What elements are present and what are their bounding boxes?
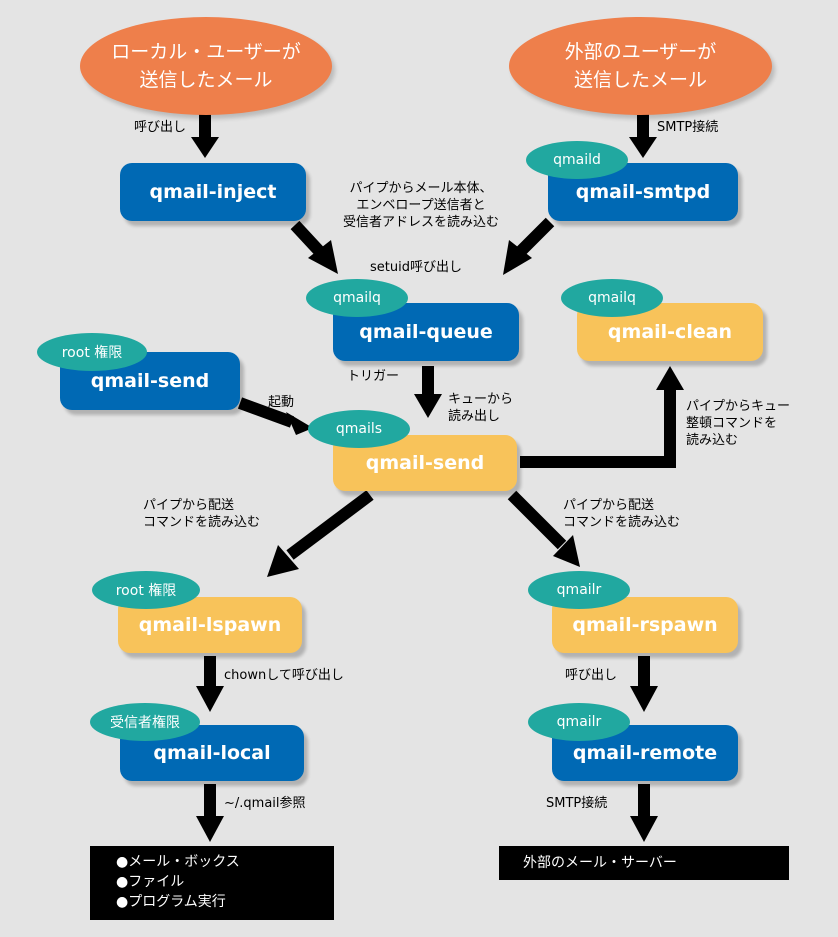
label-line: パイプから配送 (563, 498, 655, 513)
source-line: 送信したメール (573, 69, 707, 91)
label-smtp-connect-out: SMTP接続 (546, 796, 608, 811)
label-setuid-call: setuid呼び出し (370, 260, 462, 275)
local-user-mail-source: ローカル・ユーザーが 送信したメール (80, 17, 332, 115)
label-line: パイプからキュー (686, 399, 791, 414)
label-chown-call: chownして呼び出し (224, 668, 344, 683)
remote-user-mail-source: 外部のユーザーが 送信したメール (509, 17, 772, 115)
external-mail-server: 外部のメール・サーバー (499, 846, 789, 880)
label-read-from-queue: キューから 読み出し (448, 391, 513, 425)
source-line: ローカル・ユーザーが (111, 41, 301, 63)
qmail-clean-user-badge: qmailq (561, 279, 663, 317)
qmail-smtpd-user-badge: qmaild (526, 141, 628, 179)
label-line: エンベロープ送信者と (356, 198, 486, 213)
label-line: コマンドを読み込む (143, 515, 261, 530)
label-line: コマンドを読み込む (563, 515, 681, 530)
label-line: 読み出し (448, 409, 501, 424)
label-smtp-connect-in: SMTP接続 (657, 120, 719, 135)
label-trigger: トリガー (347, 369, 400, 384)
label-call-inject: 呼び出し (134, 120, 187, 135)
source-line: 外部のユーザーが (564, 41, 717, 63)
label-line: パイプから配送 (143, 498, 235, 513)
qmail-remote-user-badge: qmailr (528, 703, 630, 741)
label-line: 受信者アドレスを読み込む (342, 215, 499, 230)
label-pipe-local-delivery: パイプから配送 コマンドを読み込む (143, 497, 260, 531)
qmail-rspawn-user-badge: qmailr (528, 571, 630, 609)
qmail-clean-node: qmail-clean (577, 303, 763, 361)
qmail-send-root-badge: root 権限 (37, 333, 147, 371)
label-qmail-file-ref: ~/.qmail参照 (224, 796, 306, 811)
target-program: ●プログラム実行 (116, 894, 226, 910)
label-line: 整頓コマンドを (686, 416, 778, 431)
label-line: パイプからメール本体、 (349, 181, 493, 196)
qmail-send-user-badge: qmails (308, 410, 410, 448)
label-call-remote: 呼び出し (565, 668, 618, 683)
target-file: ●ファイル (116, 874, 185, 890)
label-start: 起動 (268, 395, 295, 410)
label-pipe-read-envelope: パイプからメール本体、 エンベロープ送信者と 受信者アドレスを読み込む (318, 180, 524, 231)
qmail-lspawn-root-badge: root 権限 (92, 571, 200, 609)
qmail-local-recipient-badge: 受信者権限 (90, 703, 200, 741)
qmail-inject-node: qmail-inject (120, 163, 306, 221)
local-delivery-targets: ●メール・ボックス ●ファイル ●プログラム実行 (90, 846, 334, 920)
target-mailbox: ●メール・ボックス (116, 854, 240, 870)
qmail-queue-user-badge: qmailq (306, 279, 408, 317)
source-line: 送信したメール (139, 69, 273, 91)
label-pipe-remote-delivery: パイプから配送 コマンドを読み込む (563, 497, 680, 531)
label-line: 読み込む (686, 433, 739, 448)
label-pipe-clean-commands: パイプからキュー 整頓コマンドを 読み込む (686, 398, 790, 449)
label-line: キューから (448, 392, 514, 407)
